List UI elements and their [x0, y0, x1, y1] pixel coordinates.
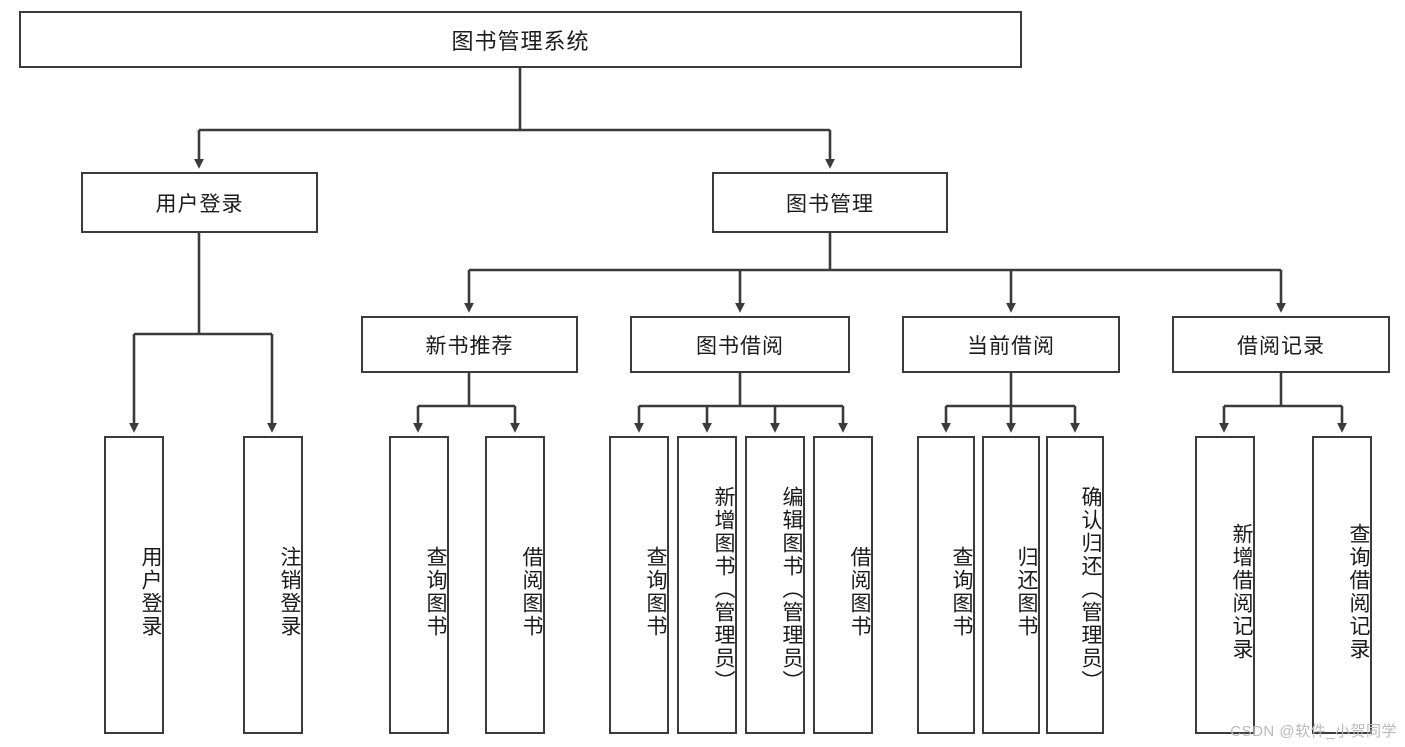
- node-label: 查询图书: [424, 546, 447, 638]
- node-label: 确认归还（管理员）: [1079, 485, 1102, 693]
- node-label: 用户登录: [139, 546, 162, 638]
- leaf-borrow-borrow-book[interactable]: 借阅图书: [813, 436, 873, 734]
- node-new-book-recommend[interactable]: 新书推荐: [361, 316, 578, 373]
- node-label: 注销登录: [278, 546, 301, 638]
- node-label: 归还图书: [1015, 546, 1038, 638]
- leaf-borrow-edit-book-admin[interactable]: 编辑图书（管理员）: [745, 436, 805, 734]
- node-label: 用户登录: [155, 192, 244, 216]
- leaf-current-query[interactable]: 查询图书: [917, 436, 975, 734]
- node-label: 当前借阅: [967, 334, 1055, 358]
- node-book-borrow[interactable]: 图书借阅: [630, 316, 850, 373]
- leaf-newbook-query[interactable]: 查询图书: [389, 436, 449, 734]
- node-user-login[interactable]: 用户登录: [81, 172, 318, 233]
- leaf-borrow-add-book-admin[interactable]: 新增图书（管理员）: [677, 436, 737, 734]
- leaf-borrow-query[interactable]: 查询图书: [609, 436, 669, 734]
- leaf-user-login-signout[interactable]: 注销登录: [243, 436, 303, 734]
- node-borrow-records[interactable]: 借阅记录: [1172, 316, 1390, 373]
- node-label: 新增借阅记录: [1230, 523, 1253, 661]
- node-label: 借阅图书: [520, 546, 543, 638]
- leaf-user-login-signin[interactable]: 用户登录: [104, 436, 164, 734]
- node-label: 查询借阅记录: [1347, 523, 1370, 661]
- node-label: 借阅图书: [848, 546, 871, 638]
- node-label: 新书推荐: [425, 334, 514, 358]
- node-label: 查询图书: [644, 546, 667, 638]
- node-label: 新增图书（管理员）: [712, 485, 735, 693]
- node-label: 图书管理: [786, 192, 874, 216]
- node-book-management[interactable]: 图书管理: [712, 172, 948, 233]
- leaf-records-add[interactable]: 新增借阅记录: [1195, 436, 1255, 734]
- leaf-current-confirm-return-admin[interactable]: 确认归还（管理员）: [1046, 436, 1104, 734]
- leaf-newbook-borrow[interactable]: 借阅图书: [485, 436, 545, 734]
- csdn-watermark: CSDN @软件_小贺同学: [1230, 723, 1397, 740]
- node-label: 借阅记录: [1237, 334, 1325, 358]
- node-current-borrow[interactable]: 当前借阅: [902, 316, 1120, 373]
- leaf-current-return-book[interactable]: 归还图书: [982, 436, 1040, 734]
- leaf-records-query[interactable]: 查询借阅记录: [1312, 436, 1372, 734]
- node-label: 图书借阅: [696, 334, 784, 358]
- node-label: 查询图书: [950, 546, 973, 638]
- node-label: 编辑图书（管理员）: [780, 485, 803, 693]
- node-root-system[interactable]: 图书管理系统: [19, 11, 1022, 68]
- node-label: 图书管理系统: [451, 28, 590, 54]
